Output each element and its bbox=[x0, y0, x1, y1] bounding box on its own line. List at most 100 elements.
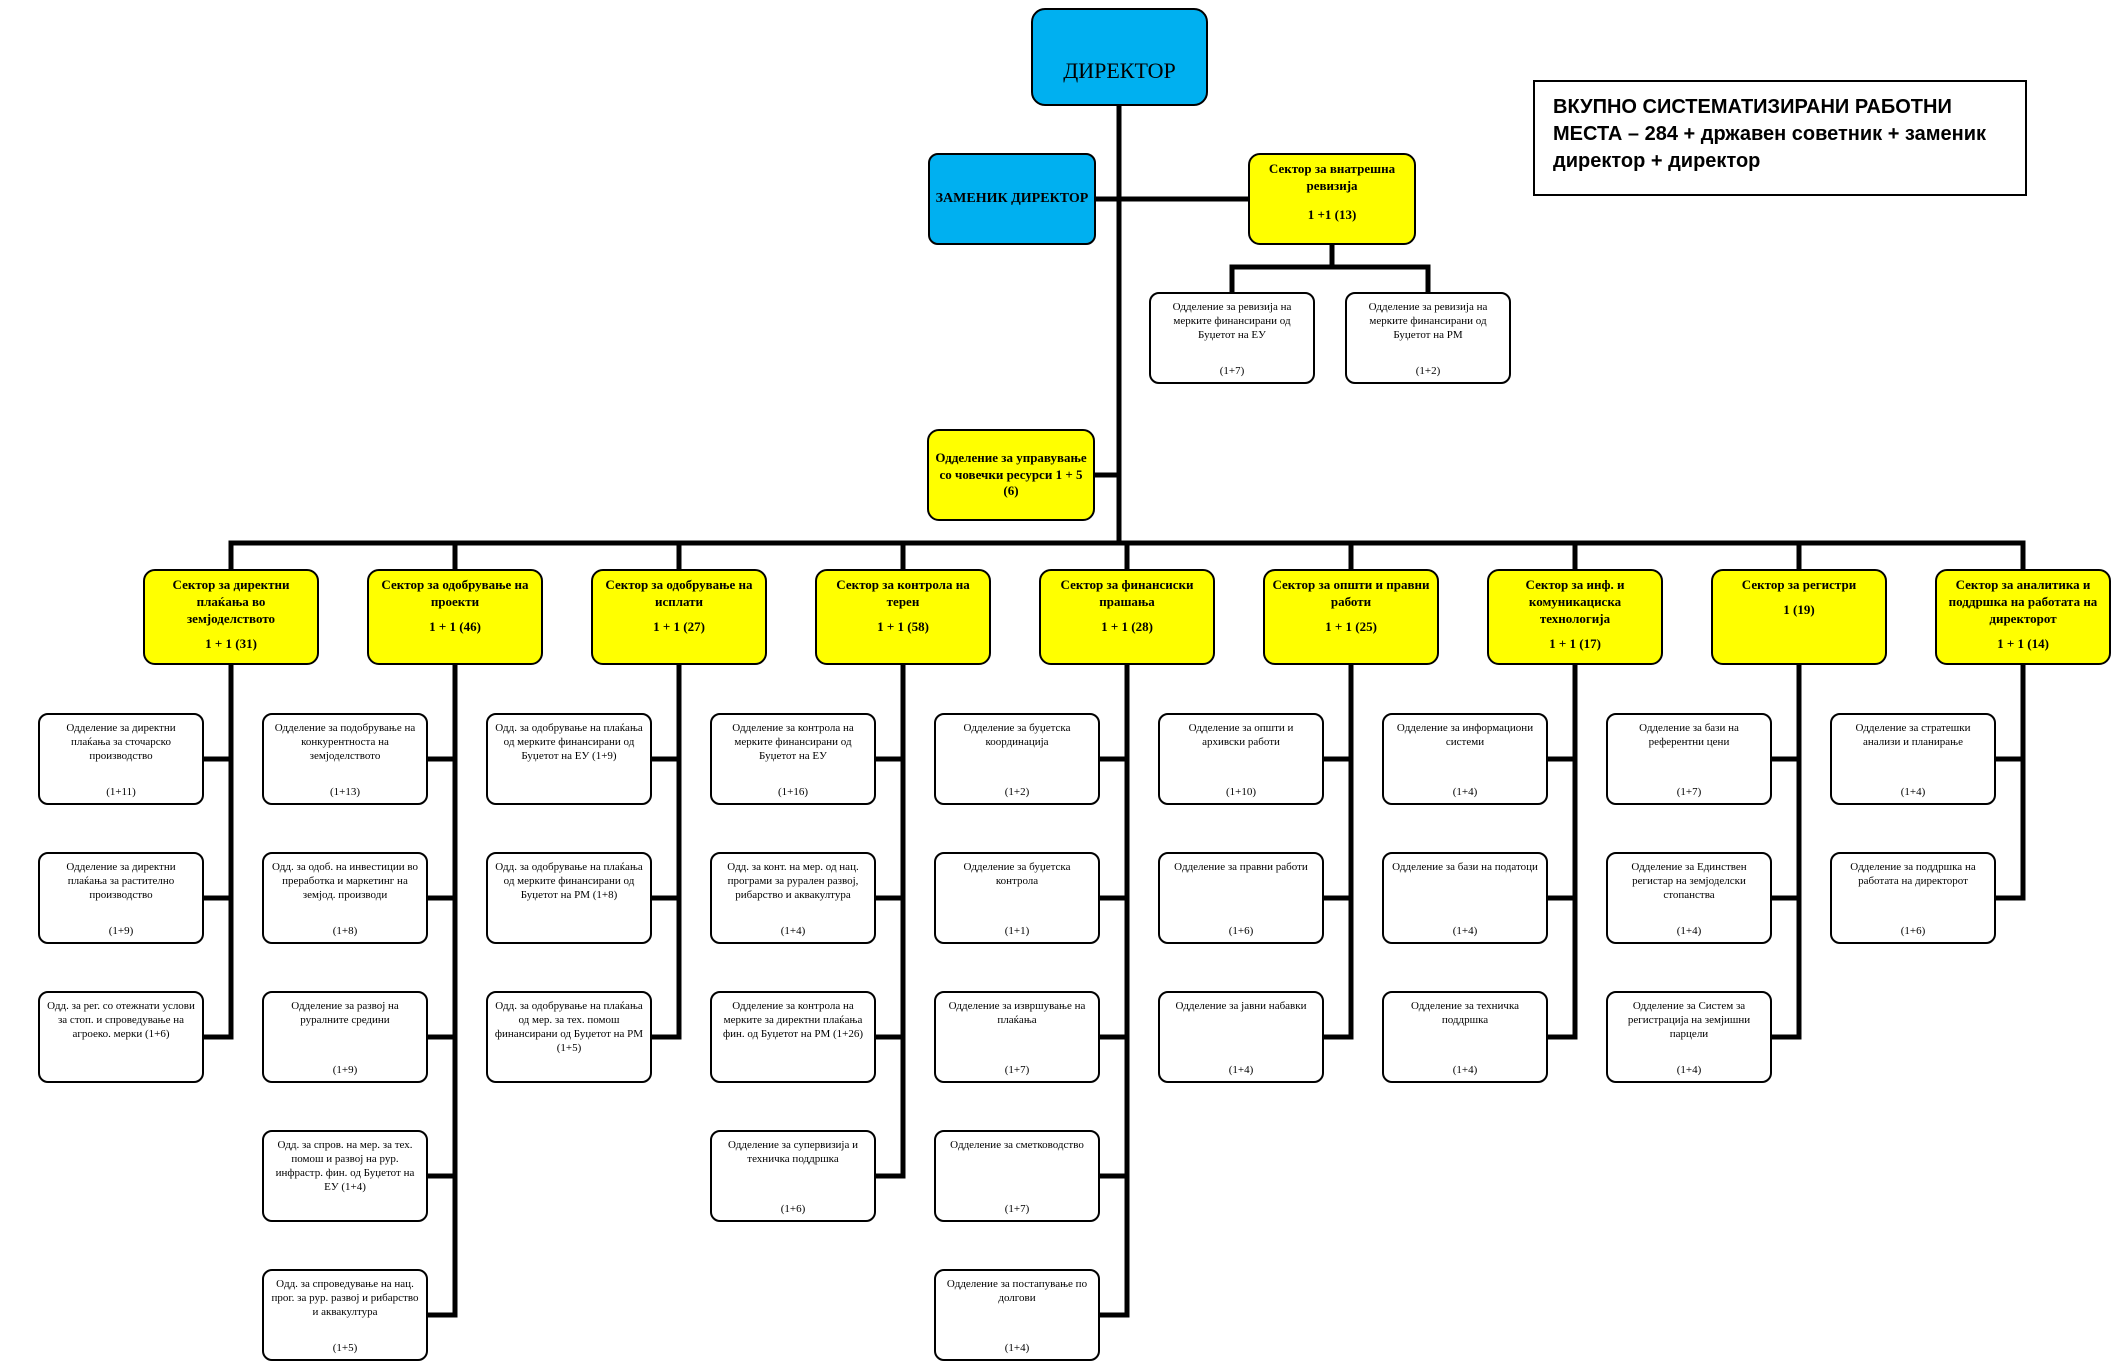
department-label: Одд. за одобрување на плаќања од мер. за… bbox=[494, 1000, 644, 1055]
sector-box[interactable]: Сектор за директни плаќања во земјоделст… bbox=[143, 569, 319, 665]
department-label: Одд. за рег. со отежнати услови за стоп.… bbox=[47, 1000, 195, 1041]
department-label: Одделение за супервизија и техничка подд… bbox=[727, 1139, 859, 1166]
department-box[interactable]: Одд. за спров. на мер. за тех. помош и р… bbox=[262, 1130, 428, 1222]
department-count: (1+9) bbox=[108, 924, 134, 937]
department-count: (1+10) bbox=[1225, 785, 1257, 798]
department-label: Одделение за информациони системи bbox=[1396, 722, 1534, 749]
department-box[interactable]: Одделение за извршување на плаќања(1+7) bbox=[934, 991, 1100, 1083]
department-box[interactable]: Одделение за Единствен регистар на земјо… bbox=[1606, 852, 1772, 944]
department-count: (1+4) bbox=[1676, 1063, 1702, 1076]
sector-label: Сектор за контрола на терен bbox=[836, 577, 970, 609]
department-label: Одделение за развој на руралните средини bbox=[291, 1000, 399, 1027]
department-label: Одделение за сметководство bbox=[950, 1139, 1084, 1151]
department-box[interactable]: Одделение за директни плаќања за растите… bbox=[38, 852, 204, 944]
audit-sector-box[interactable]: Сектор за внатрешна ревизија 1 +1 (13) bbox=[1248, 153, 1416, 245]
department-box[interactable]: Одделение за Систем за регистрација на з… bbox=[1606, 991, 1772, 1083]
department-box[interactable]: Одд. за одобрување на плаќања од мер. за… bbox=[486, 991, 652, 1083]
department-box[interactable]: Одделение за бази на податоци(1+4) bbox=[1382, 852, 1548, 944]
department-box[interactable]: Одделение за супервизија и техничка подд… bbox=[710, 1130, 876, 1222]
department-box[interactable]: Одделение за поддршка на работата на дир… bbox=[1830, 852, 1996, 944]
audit-department-box[interactable]: Одделение за ревизија на мерките финанси… bbox=[1149, 292, 1315, 384]
department-count: (1+4) bbox=[1228, 1063, 1254, 1076]
sector-label: Сектор за одобрување на исплати bbox=[605, 577, 753, 609]
sector-label: Сектор за аналитика и поддршка на работа… bbox=[1948, 577, 2098, 626]
department-box[interactable]: Одделение за директни плаќања за сточарс… bbox=[38, 713, 204, 805]
sector-label: Сектор за општи и правни работи bbox=[1272, 577, 1430, 609]
sector-label: Сектор за инф. и комуникациска технологи… bbox=[1525, 577, 1625, 626]
department-box[interactable]: Одделение за постапување по долгови(1+4) bbox=[934, 1269, 1100, 1361]
department-count: (1+4) bbox=[780, 924, 806, 937]
department-box[interactable]: Одделение за развој на руралните средини… bbox=[262, 991, 428, 1083]
department-label: Одделение за буџетска координација bbox=[963, 722, 1071, 749]
department-box[interactable]: Одделение за општи и архивски работи(1+1… bbox=[1158, 713, 1324, 805]
sector-count: 1 + 1 (14) bbox=[1997, 635, 2049, 651]
department-label: Одделение за поддршка на работата на дир… bbox=[1850, 861, 1976, 888]
director-box[interactable]: ДИРЕКТОР bbox=[1031, 8, 1208, 106]
deputy-director-box[interactable]: ЗАМЕНИК ДИРЕКТОР bbox=[928, 153, 1096, 245]
sector-count: 1 + 1 (28) bbox=[1101, 618, 1153, 634]
department-box[interactable]: Одд. за конт. на мер. од нац. програми з… bbox=[710, 852, 876, 944]
sector-box[interactable]: Сектор за инф. и комуникациска технологи… bbox=[1487, 569, 1663, 665]
sector-label: Сектор за регистри bbox=[1741, 577, 1857, 592]
audit-department-box[interactable]: Одделение за ревизија на мерките финанси… bbox=[1345, 292, 1511, 384]
department-box[interactable]: Одд. за спроведување на нац. прог. за ру… bbox=[262, 1269, 428, 1361]
hr-department-label: Одделение за управување со човечки ресур… bbox=[935, 449, 1087, 499]
department-label: Одд. за спров. на мер. за тех. помош и р… bbox=[275, 1139, 415, 1194]
department-box[interactable]: Одделение за информациони системи (1+4) bbox=[1382, 713, 1548, 805]
sector-label: Сектор за финансиски прашања bbox=[1060, 577, 1194, 609]
department-label: Одделение за постапување по долгови bbox=[946, 1278, 1088, 1305]
department-count: (1+9) bbox=[332, 1063, 358, 1076]
sector-count: 1 + 1 (46) bbox=[429, 618, 481, 634]
department-box[interactable]: Одделение за контрола на мерките финанси… bbox=[710, 713, 876, 805]
department-label: Одделение за директни плаќања за растите… bbox=[66, 861, 176, 902]
department-label: Одделение за контрола на мерките финанси… bbox=[732, 722, 854, 763]
sector-count: 1 (19) bbox=[1783, 601, 1815, 617]
sector-count: 1 + 1 (25) bbox=[1325, 618, 1377, 634]
department-count: (1+4) bbox=[1676, 924, 1702, 937]
department-label: Одделение за Единствен регистар на земјо… bbox=[1631, 861, 1747, 902]
department-label: Одделение за подобрување на конкурентнос… bbox=[274, 722, 416, 763]
sector-count: 1 + 1 (31) bbox=[205, 635, 257, 651]
department-count: (1+16) bbox=[777, 785, 809, 798]
department-box[interactable]: Одделение за стратешки анализи и планира… bbox=[1830, 713, 1996, 805]
sector-label: Сектор за директни плаќања во земјоделст… bbox=[172, 577, 290, 626]
sector-box[interactable]: Сектор за финансиски прашања 1 + 1 (28) bbox=[1039, 569, 1215, 665]
sector-box[interactable]: Сектор за одобрување на исплати 1 + 1 (27… bbox=[591, 569, 767, 665]
department-box[interactable]: Одделение за јавни набавки(1+4) bbox=[1158, 991, 1324, 1083]
department-label: Одделение за ревизија на мерките финанси… bbox=[1172, 301, 1292, 342]
sector-box[interactable]: Сектор за контрола на терен 1 + 1 (58) bbox=[815, 569, 991, 665]
department-box[interactable]: Одделение за буџетска координација(1+2) bbox=[934, 713, 1100, 805]
department-count: (1+7) bbox=[1004, 1202, 1030, 1215]
department-count: (1+2) bbox=[1415, 364, 1441, 377]
department-label: Одд. за одобрување на плаќања од мерките… bbox=[495, 722, 643, 763]
department-box[interactable]: Одделение за подобрување на конкурентнос… bbox=[262, 713, 428, 805]
department-box[interactable]: Одделение за контрола на мерките за дире… bbox=[710, 991, 876, 1083]
department-label: Одделение за бази на податоци bbox=[1392, 861, 1538, 873]
audit-sector-count: 1 +1 (13) bbox=[1307, 206, 1357, 222]
sector-count: 1 + 1 (58) bbox=[877, 618, 929, 634]
department-box[interactable]: Одд. за одоб. на инвестиции во преработк… bbox=[262, 852, 428, 944]
department-box[interactable]: Одделение за бази на референтни цени(1+7… bbox=[1606, 713, 1772, 805]
sector-box[interactable]: Сектор за регистри 1 (19) bbox=[1711, 569, 1887, 665]
department-box[interactable]: Одделение за сметководство (1+7) bbox=[934, 1130, 1100, 1222]
department-box[interactable]: Одделение за техничка поддршка(1+4) bbox=[1382, 991, 1548, 1083]
department-label: Одделение за техничка поддршка bbox=[1410, 1000, 1520, 1027]
department-box[interactable]: Одделение за буџетска контрола(1+1) bbox=[934, 852, 1100, 944]
department-count: (1+6) bbox=[1228, 924, 1254, 937]
department-count: (1+7) bbox=[1676, 785, 1702, 798]
department-count: (1+4) bbox=[1452, 785, 1478, 798]
summary-box: ВКУПНО СИСТЕМАТИЗИРАНИ РАБОТНИ МЕСТА – 2… bbox=[1533, 80, 2027, 196]
hr-department-box[interactable]: Одделение за управување со човечки ресур… bbox=[927, 429, 1095, 521]
sector-count: 1 + 1 (27) bbox=[653, 618, 705, 634]
department-box[interactable]: Одделение за правни работи(1+6) bbox=[1158, 852, 1324, 944]
department-box[interactable]: Одд. за одобрување на плаќања од мерките… bbox=[486, 852, 652, 944]
department-box[interactable]: Одд. за рег. со отежнати услови за стоп.… bbox=[38, 991, 204, 1083]
director-label: ДИРЕКТОР bbox=[1063, 58, 1176, 83]
department-label: Одд. за одоб. на инвестиции во преработк… bbox=[271, 861, 419, 902]
department-box[interactable]: Одд. за одобрување на плаќања од мерките… bbox=[486, 713, 652, 805]
sector-box[interactable]: Сектор за општи и правни работи 1 + 1 (25… bbox=[1263, 569, 1439, 665]
department-label: Одд. за конт. на мер. од нац. програми з… bbox=[727, 861, 859, 902]
sector-box[interactable]: Сектор за аналитика и поддршка на работа… bbox=[1935, 569, 2111, 665]
